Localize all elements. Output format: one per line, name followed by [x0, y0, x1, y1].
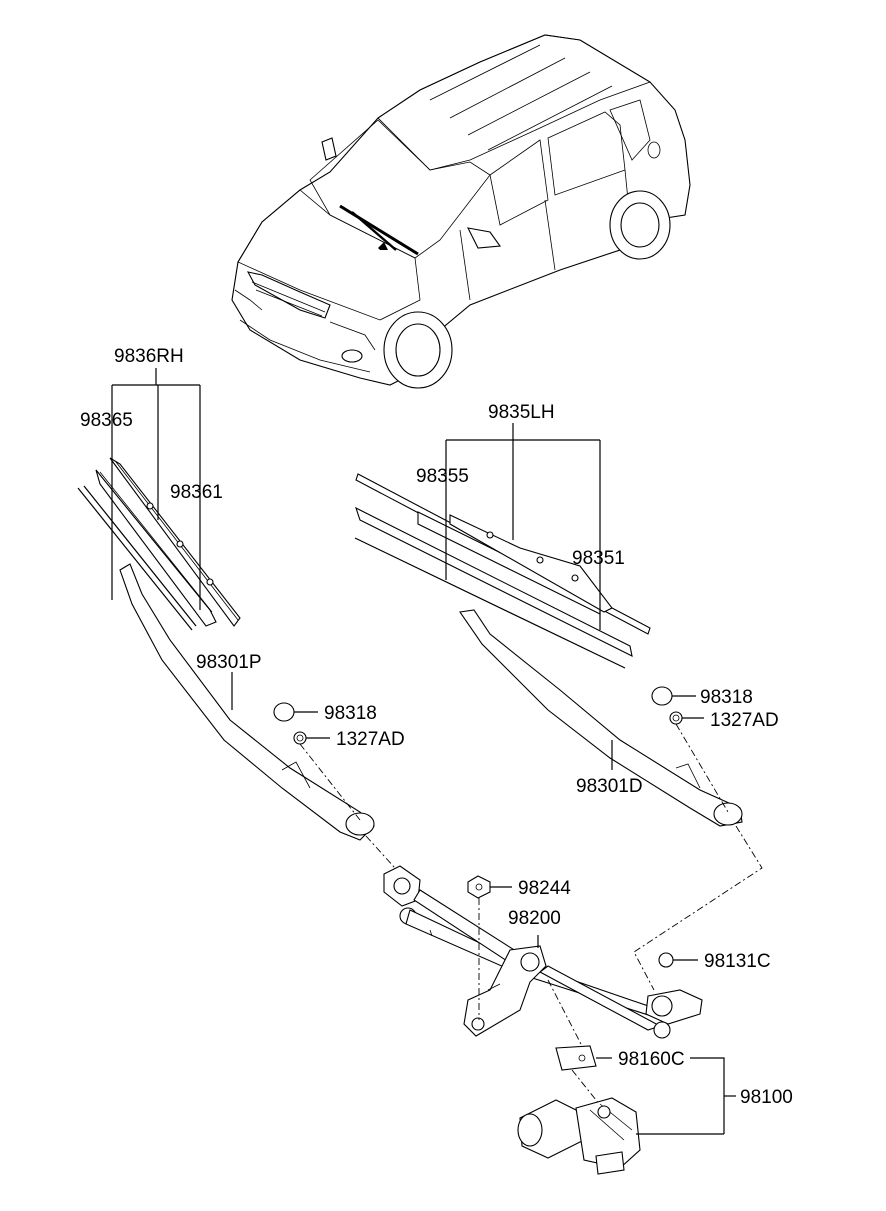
label-nut-right: 1327AD	[710, 710, 779, 731]
label-rh-blade: 98361	[170, 482, 223, 503]
cap-left	[273, 702, 318, 722]
motor-nut	[658, 952, 698, 968]
vehicle-illustration	[231, 34, 691, 389]
rh-blade-callouts	[111, 368, 201, 610]
cap-right	[651, 686, 696, 706]
label-lh-arm: 98301D	[576, 776, 643, 797]
guide-line-right	[633, 825, 763, 991]
nut-left	[293, 731, 361, 821]
lh-blade-callouts	[445, 423, 601, 630]
lh-blade-assembly	[354, 473, 651, 669]
label-pivot-nut: 98244	[518, 878, 571, 899]
nut-right	[669, 711, 729, 813]
pivot-nut	[467, 875, 512, 1020]
motor-callout-bracket	[690, 1057, 725, 1134]
label-nut-left: 1327AD	[336, 729, 405, 750]
label-lh-set: 9835LH	[488, 402, 555, 423]
label-cap-right: 98318	[700, 687, 753, 708]
rh-wiper-arm	[119, 563, 375, 841]
label-rh-refill: 98365	[80, 410, 133, 431]
label-motor-nut: 98131C	[704, 951, 771, 972]
label-linkage: 98200	[508, 908, 561, 929]
label-motor: 98100	[740, 1087, 793, 1108]
label-cap-left: 98318	[324, 703, 377, 724]
rh-blade-assembly	[77, 457, 241, 631]
label-rh-set: 9836RH	[114, 346, 184, 367]
label-lh-blade: 98351	[572, 548, 625, 569]
motor-bracket	[547, 979, 612, 1111]
label-lh-refill: 98355	[416, 466, 469, 487]
wiper-motor	[517, 1097, 724, 1175]
wiper-linkage	[383, 865, 703, 1039]
label-bracket: 98160C	[618, 1049, 685, 1070]
label-rh-arm: 98301P	[196, 652, 262, 673]
lh-wiper-arm	[459, 609, 743, 827]
